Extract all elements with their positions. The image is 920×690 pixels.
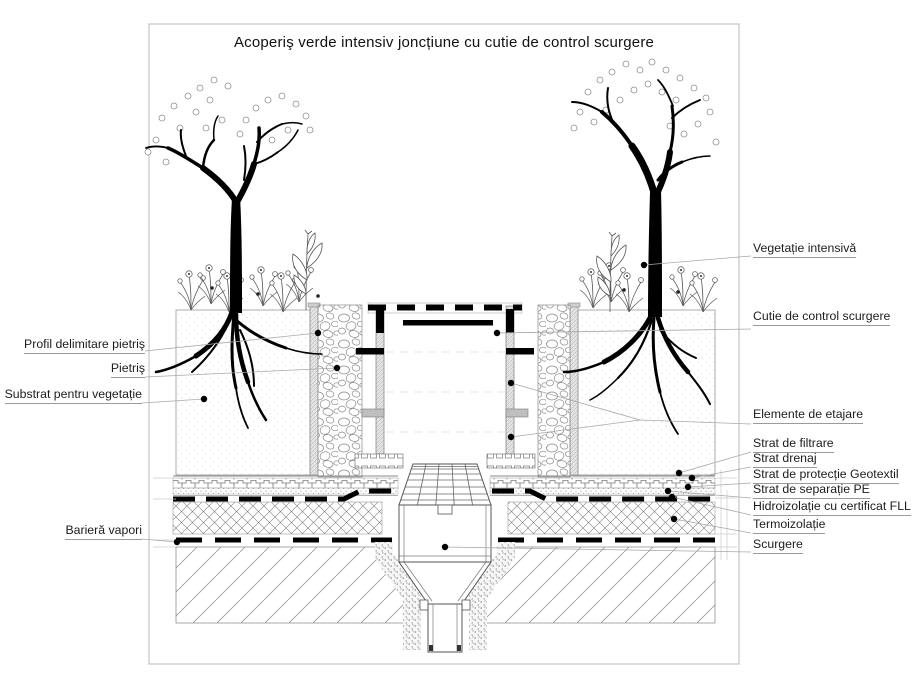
label-strat-de-separatie-pe: Strat de separație PE <box>753 483 870 499</box>
label-profil-delimitare-pietris: Profil delimitare pietriş <box>24 338 145 354</box>
tree-left-trunk <box>230 196 242 313</box>
label-strat-de-filtrare: Strat de filtrare <box>753 437 834 453</box>
drain-mortar-surround <box>375 542 515 650</box>
gravel-strip-left <box>317 304 363 478</box>
label-pietris: Pietriş <box>110 362 145 378</box>
label-cutie-de-control-scurgere: Cutie de control scurgere <box>753 310 891 326</box>
tree-right-roots <box>562 315 711 435</box>
layer-thermal-insulation <box>172 501 716 535</box>
edge-cut-lines <box>153 470 737 560</box>
leader-dots <box>173 261 696 551</box>
label-substrat-pentru-vegetatie: Substrat pentru vegetație <box>4 388 142 404</box>
tree-right-trunk <box>648 190 662 317</box>
tree-right <box>562 58 720 435</box>
tree-left-branches <box>145 115 303 207</box>
control-box <box>354 302 536 469</box>
gravel-strip-right <box>537 304 571 478</box>
stacking-collar-left <box>361 408 385 418</box>
vegetation-bed-right <box>579 231 718 313</box>
tree-right-branches <box>571 79 711 201</box>
stacking-collar-right <box>505 408 529 418</box>
concrete-deck <box>175 546 716 624</box>
layer-waterproofing <box>173 488 715 502</box>
label-strat-drenaj: Strat drenaj <box>753 452 817 468</box>
label-scurgere: Scurgere <box>753 538 803 554</box>
tree-left-blossoms <box>144 76 314 166</box>
label-termoizolatie: Termoizolație <box>753 518 826 534</box>
drain-pipe <box>419 599 471 653</box>
tree-left <box>144 76 323 429</box>
drain-body <box>398 504 492 563</box>
drain-grate <box>398 463 492 506</box>
leader-lines <box>141 255 752 553</box>
label-hidroizolatie-fll: Hidroizolație cu certificat FLL <box>753 500 911 516</box>
drawing-title: Acoperiş verde intensiv joncțiune cu cut… <box>233 34 655 51</box>
label-strat-de-protectie-geotextil: Strat de protecție Geotextil <box>753 468 899 484</box>
control-box-cover <box>403 320 493 326</box>
tree-left-roots <box>154 309 323 429</box>
label-vegetatie-intensiva: Vegetație intensivă <box>753 242 857 258</box>
layer-geotextile <box>172 487 716 495</box>
drawing-frame <box>148 23 740 665</box>
label-elemente-de-etajare: Elemente de etajare <box>753 408 864 424</box>
label-bariera-vapori: Barieră vapori <box>65 524 142 540</box>
vegetation-bed-left <box>177 229 323 313</box>
